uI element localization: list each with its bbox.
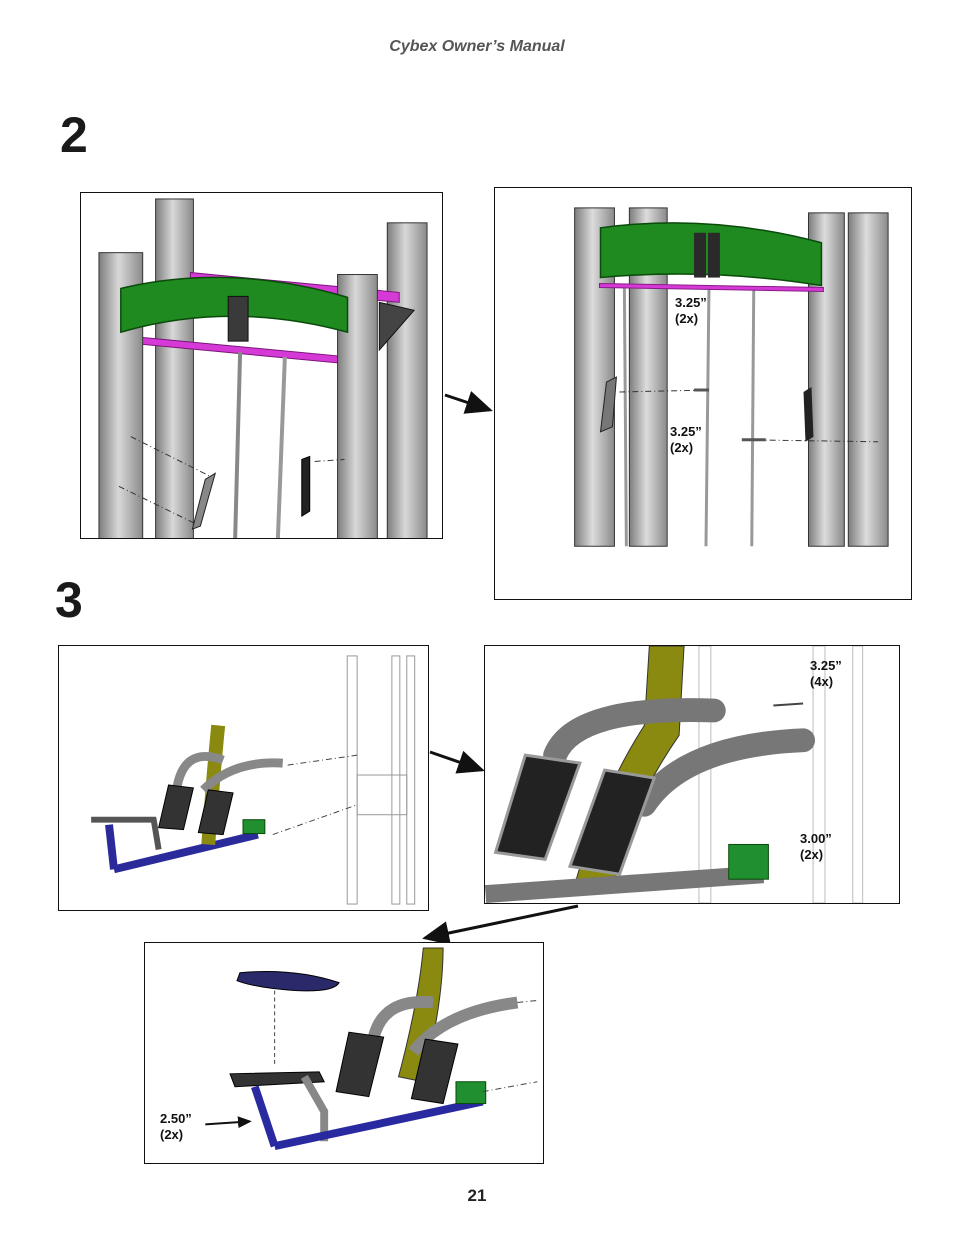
page-number: 21 <box>467 1186 487 1205</box>
callout-size: 3.25” <box>675 295 707 310</box>
callout-size: 3.00” <box>800 831 832 846</box>
callout-quantity: (2x) <box>800 847 824 862</box>
callout-step2-upper: 3.25” (2x) <box>675 295 707 327</box>
callout-step3-bottom: 3.00” (2x) <box>800 831 832 863</box>
step3-overview-drawing <box>91 655 416 905</box>
step3-detail-drawing <box>485 646 864 903</box>
step3-detail-illustration: 3.25” (4x) 3.00” (2x) <box>484 645 900 904</box>
step3-seat-drawing <box>205 947 538 1151</box>
callout-quantity: (4x) <box>810 674 834 689</box>
callout-step2-lower: 3.25” (2x) <box>670 424 702 456</box>
step3-overview-illustration <box>58 645 429 911</box>
step2-overview-drawing <box>98 198 428 538</box>
step2-detail-drawing <box>574 207 889 547</box>
callout-quantity: (2x) <box>670 440 694 455</box>
callout-size: 3.25” <box>670 424 702 439</box>
callout-step3-top: 3.25” (4x) <box>810 658 842 690</box>
step-number-2: 2 <box>60 107 88 163</box>
step-number-3: 3 <box>55 572 83 628</box>
manual-header-title: Cybex Owner’s Manual <box>389 38 565 55</box>
step2-overview-illustration <box>80 192 443 539</box>
callout-size: 3.25” <box>810 658 842 673</box>
callout-quantity: (2x) <box>675 311 699 326</box>
callout-quantity: (2x) <box>160 1127 184 1142</box>
step3-seat-illustration: 2.50” (2x) <box>144 942 544 1164</box>
step2-detail-illustration: 3.25” (2x) 3.25” (2x) <box>494 187 912 600</box>
callout-step3-seat: 2.50” (2x) <box>160 1111 192 1143</box>
callout-size: 2.50” <box>160 1111 192 1126</box>
